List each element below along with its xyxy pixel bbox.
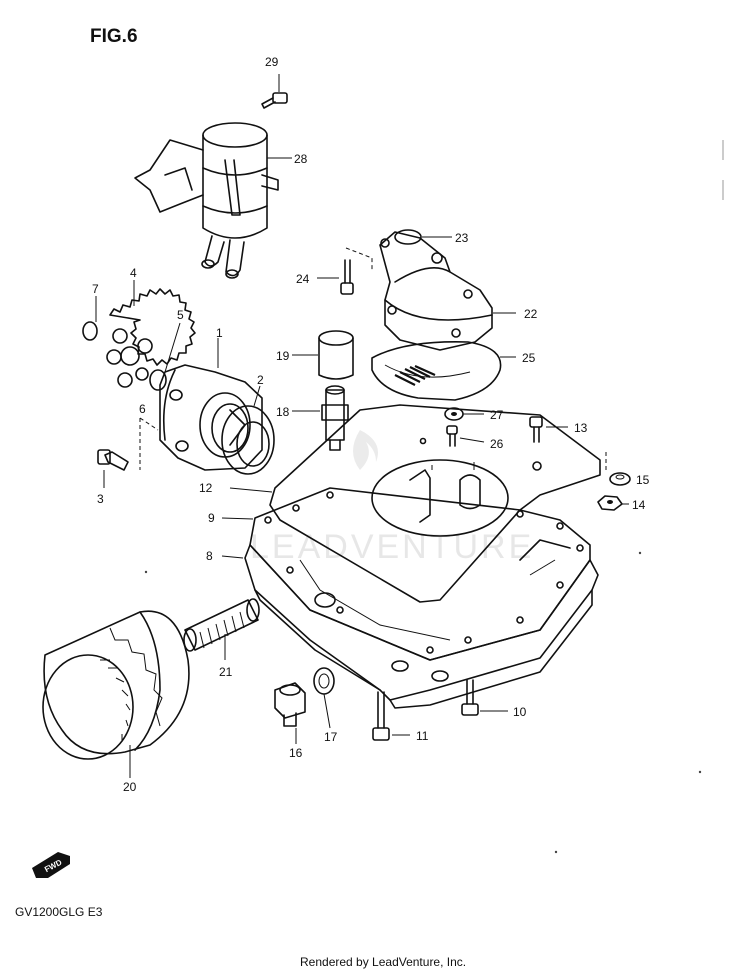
callout-2[interactable]: 2	[257, 373, 264, 387]
callout-27[interactable]: 27	[490, 408, 504, 422]
callout-16[interactable]: 16	[289, 746, 303, 760]
part-15-washer[interactable]	[605, 452, 631, 486]
part-26-bolt[interactable]	[446, 425, 485, 447]
part-12-oil-pan-gasket[interactable]	[229, 404, 601, 603]
part-7-circlip[interactable]	[82, 296, 98, 341]
callout-18[interactable]: 18	[276, 405, 290, 419]
model-code: GV1200GLG E3	[15, 905, 103, 919]
callout-13[interactable]: 13	[574, 421, 588, 435]
callout-20[interactable]: 20	[123, 780, 137, 794]
scan-marks	[144, 140, 724, 854]
part-24-bolt[interactable]	[317, 247, 373, 295]
part-28-oil-cooler[interactable]	[134, 122, 292, 279]
part-22-strainer-housing[interactable]	[379, 231, 516, 351]
part-20-oil-filter[interactable]	[42, 610, 190, 778]
callout-3[interactable]: 3	[97, 492, 104, 506]
callout-11[interactable]: 11	[416, 729, 429, 743]
fwd-arrow-icon: FWD	[32, 852, 70, 878]
callout-10[interactable]: 10	[513, 705, 527, 719]
figure-title: FIG.6	[90, 26, 138, 47]
part-29-bolt[interactable]	[261, 74, 288, 109]
callout-25[interactable]: 25	[522, 351, 536, 365]
watermark: LEADVENTURE	[250, 430, 534, 566]
part-4-pump-gear[interactable]	[106, 280, 196, 388]
callout-15[interactable]: 15	[636, 473, 650, 487]
callout-6[interactable]: 6	[139, 402, 146, 416]
callout-17[interactable]: 17	[324, 730, 338, 744]
part-16-drain-plug[interactable]	[274, 682, 306, 744]
callout-28[interactable]: 28	[294, 152, 308, 166]
part-21-pipe[interactable]	[183, 598, 260, 660]
part-25-strainer[interactable]	[371, 341, 516, 401]
oil-pan-internals	[409, 462, 481, 523]
callout-4[interactable]: 4	[130, 266, 137, 280]
callout-21[interactable]: 21	[219, 665, 233, 679]
callout-labels: 1 2 3 4 5 6 7 8 9 10 11 12 13 14 15 16 1…	[92, 55, 650, 794]
callout-23[interactable]: 23	[455, 231, 469, 245]
part-19-collar[interactable]	[292, 330, 354, 380]
part-23-o-ring[interactable]	[394, 229, 452, 245]
render-credit: Rendered by LeadVenture, Inc.	[300, 955, 466, 969]
callout-5[interactable]: 5	[177, 308, 184, 322]
callout-12[interactable]: 12	[199, 481, 213, 495]
callout-14[interactable]: 14	[632, 498, 646, 512]
callout-24[interactable]: 24	[296, 272, 310, 286]
watermark-text: LEADVENTURE	[250, 528, 534, 566]
callout-7[interactable]: 7	[92, 282, 99, 296]
part-2-gasket[interactable]	[221, 385, 275, 475]
part-11-bolt[interactable]	[372, 691, 410, 741]
part-1-oil-pump[interactable]	[159, 338, 263, 471]
callout-8[interactable]: 8	[206, 549, 213, 563]
callout-26[interactable]: 26	[490, 437, 504, 451]
callout-22[interactable]: 22	[524, 307, 538, 321]
callout-1[interactable]: 1	[216, 326, 223, 340]
part-17-washer[interactable]	[313, 667, 335, 729]
part-3-bolt[interactable]	[97, 417, 159, 488]
part-10-bolt[interactable]	[461, 679, 508, 716]
part-27-washer[interactable]	[444, 407, 484, 421]
callout-29[interactable]: 29	[265, 55, 279, 69]
part-5-o-ring[interactable]	[149, 322, 181, 391]
part-8-oil-pan[interactable]	[221, 539, 599, 709]
callout-9[interactable]: 9	[208, 511, 215, 525]
part-18-relief-valve[interactable]	[292, 385, 349, 451]
part-13-bolt[interactable]	[529, 416, 568, 471]
callout-19[interactable]: 19	[276, 349, 290, 363]
part-14-nut[interactable]	[597, 495, 629, 511]
